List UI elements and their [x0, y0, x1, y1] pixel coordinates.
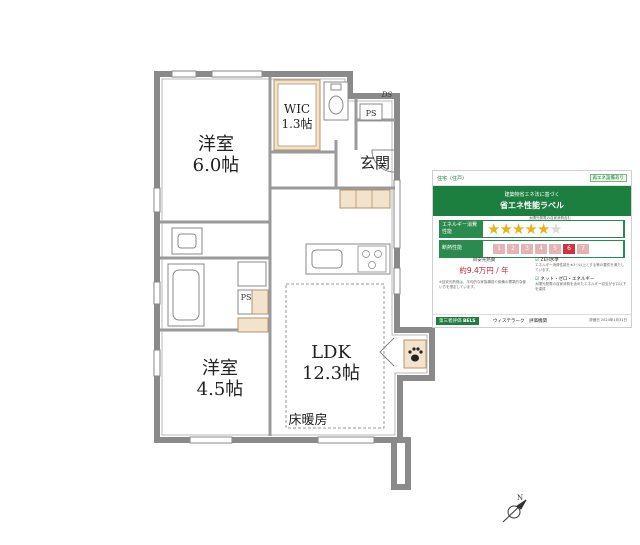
- zeh-note: エネルギー消費性能を★3つ以上とする等の要件を満たしています。: [535, 263, 625, 272]
- check-icon: ☑: [535, 277, 540, 282]
- bels-mark: BELS: [462, 319, 476, 324]
- ds-label: DS: [381, 91, 393, 99]
- wic-name: WIC: [284, 102, 310, 116]
- windows: [153, 70, 401, 444]
- linen-shelf: [251, 289, 269, 315]
- energy-performance-label: 住宅（住戸） 再エネ設備あり 建築物省エネ法に基づく 省エネ性能ラベル エネルギ…: [432, 170, 632, 328]
- evaluation-date: 評価日 2024年1月31日: [589, 318, 627, 322]
- balcony-door: [379, 337, 395, 367]
- insulation-level-box: 6: [563, 244, 575, 254]
- ps-box-upper: [359, 103, 383, 121]
- check-icon: ☑: [535, 258, 540, 263]
- utility-cost-block: 目安光熱費 約9.4万円 / 年 ※目安光熱費は、平均的な家族構成や設備の標準的…: [439, 257, 529, 290]
- shoe-cabinet: [339, 189, 391, 209]
- ps-label-upper: PS: [366, 109, 377, 118]
- wic-shelves: [273, 79, 321, 151]
- floor-heating-label: 床暖房: [288, 412, 327, 428]
- insulation-level-box: 7: [577, 244, 589, 254]
- compass-north-label: N: [517, 494, 523, 502]
- evaluation-organization: ウィステラーク 評価機関: [493, 319, 547, 324]
- energy-label-title: 省エネ性能ラベル: [500, 201, 564, 210]
- western-room-1-name: 洋室: [198, 134, 234, 155]
- ps-label-lower: PS: [241, 293, 252, 302]
- compass-icon: [502, 499, 527, 523]
- energy-label-housing-type: 住宅（住戸）: [437, 175, 468, 182]
- zeh-block: ☑ ZEH水準 エネルギー消費性能を★3つ以上とする等の要件を満たしています。 …: [535, 257, 627, 292]
- wic-size: 1.3帖: [281, 116, 312, 131]
- renewable-energy-badge: 再エネ設備あり: [589, 174, 627, 182]
- star-filled-icon: ★: [511, 220, 525, 238]
- energy-label-header: 建築物省エネ法に基づく 省エネ性能ラベル: [433, 186, 631, 216]
- star-scale-note: 太陽光発電の自家消費含む: [529, 216, 571, 220]
- bathtub: [167, 263, 205, 327]
- insulation-level-box: 5: [549, 244, 561, 254]
- utility-cost-note: ※目安光熱費は、平均的な家族構成や設備の標準的な使い方を想定しています。: [439, 280, 526, 289]
- entrance-door: [371, 149, 395, 173]
- washing-machine-area: [237, 261, 267, 287]
- star-filled-icon: ★: [499, 220, 512, 238]
- stove: [357, 245, 387, 273]
- star-filled-icon: ★: [536, 220, 550, 238]
- insulation-level-box: 2: [507, 244, 519, 254]
- entrance-label: 玄関: [360, 154, 390, 172]
- star-empty-icon: ★: [549, 220, 562, 238]
- toilet: [323, 81, 349, 121]
- evaluation-label: 第三者評価: [439, 319, 462, 324]
- energy-label-footer: 第三者評価 BELS ウィステラーク 評価機関 評価日 2024年1月31日: [433, 314, 631, 327]
- western-room-2-size: 4.5帖: [197, 379, 244, 400]
- zeh-title: ZEH水準: [540, 258, 559, 263]
- pet-area: [403, 339, 427, 369]
- insulation-level-box: 3: [521, 244, 533, 254]
- energy-label-top: 住宅（住戸） 再エネ設備あり: [433, 171, 631, 186]
- net-zero-note: 太陽光発電の自家消費を含めたエネルギー収支がゼロ以下を達成: [535, 282, 626, 291]
- star-filled-icon: ★: [487, 220, 500, 238]
- ldk-name: LDK: [311, 342, 351, 363]
- energy-stars-panel: 太陽光発電の自家消費含む ★★★★★★: [483, 216, 623, 238]
- energy-consumption-label: エネルギー消費性能: [442, 222, 478, 235]
- energy-consumption-row: エネルギー消費性能 太陽光発電の自家消費含む ★★★★★★: [439, 216, 625, 238]
- insulation-label: 断熱性能: [442, 245, 463, 251]
- utility-cost-value: 約9.4万円 / 年: [459, 266, 509, 275]
- star-rating: ★★★★★★: [487, 220, 563, 238]
- ldk-size: 12.3帖: [302, 363, 360, 384]
- outer-walls: [154, 71, 435, 490]
- insulation-level-box: 4: [535, 244, 547, 254]
- third-party-evaluation: 第三者評価 BELS: [436, 317, 479, 325]
- utility-cost-label: 目安光熱費: [472, 258, 496, 263]
- closet-small-room: [237, 317, 269, 333]
- western-room-1-size: 6.0帖: [193, 155, 240, 176]
- pet-icon: [408, 347, 423, 362]
- western-room-2-name: 洋室: [202, 358, 238, 379]
- insulation-level-box: 1: [493, 244, 505, 254]
- star-filled-icon: ★: [524, 220, 537, 238]
- net-zero-title: ネット・ゼロ・エネルギー: [540, 277, 595, 282]
- washbasin: [171, 227, 203, 255]
- energy-label-header-sub: 建築物省エネ法に基づく: [504, 192, 560, 198]
